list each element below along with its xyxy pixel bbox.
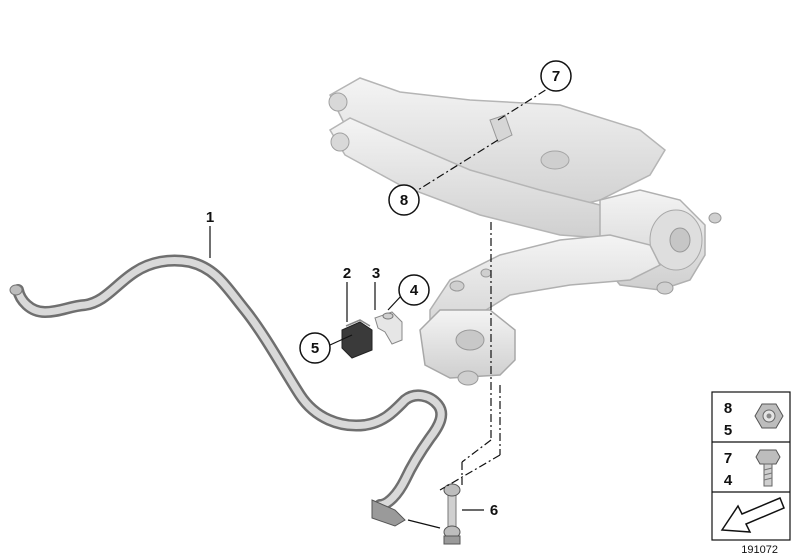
svg-text:7: 7 [552,68,560,85]
diagram-number: 191072 [741,544,778,556]
callout-2: 2 [343,265,351,282]
svg-text:8: 8 [724,400,732,417]
callout-6: 6 [490,502,498,519]
svg-text:8: 8 [400,192,408,209]
leader-lines [209,226,484,529]
hex-nut-icon [754,403,784,429]
svg-text:3: 3 [372,265,380,282]
callout-5: 5 [299,332,331,364]
callout-7: 7 [540,60,572,92]
stabilizer-bar [9,254,448,527]
assembly-lines [417,85,553,491]
stabilizer-bracket [374,311,403,345]
hardware-legend: 8 5 7 4 [711,391,791,541]
svg-text:4: 4 [724,472,733,489]
svg-text:6: 6 [490,502,498,519]
svg-text:5: 5 [311,340,319,357]
callout-4: 4 [398,274,430,306]
callout-8: 8 [388,184,420,216]
swing-support [443,483,461,545]
svg-text:1: 1 [206,209,214,226]
arrow-icon [720,497,785,533]
hex-bolt-icon [755,449,781,487]
svg-text:5: 5 [724,422,732,439]
svg-text:7: 7 [724,450,732,467]
callout-1: 1 [206,209,214,226]
rubber-mounting [341,319,373,359]
rear-axle-arm-assembly [328,77,722,386]
svg-text:2: 2 [343,265,351,282]
callout-3: 3 [372,265,380,282]
svg-text:4: 4 [410,282,419,299]
